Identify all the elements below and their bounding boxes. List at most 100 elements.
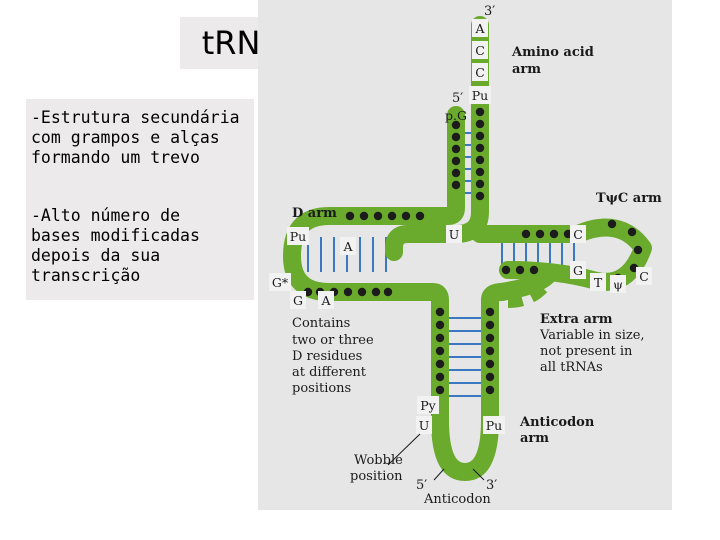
- base-box: [446, 225, 462, 243]
- nucleotide-dot: [475, 191, 485, 201]
- base-letter: C: [475, 65, 485, 80]
- nucleotide-dot: [451, 132, 461, 142]
- base-letter: Py: [420, 398, 436, 413]
- anticodon-5prime-label: 5′: [416, 478, 427, 493]
- paragraph-line: formando um trevo: [31, 148, 200, 167]
- nucleotide-dot: [383, 287, 393, 297]
- extra-arm-note-line: all tRNAs: [540, 360, 603, 375]
- acceptor-3prime-label: 3′: [484, 4, 495, 19]
- diagram-labels: 3′ 5′ p.G Amino acid arm D arm Contains …: [292, 4, 662, 507]
- d-arm-note-line: Contains: [292, 316, 350, 331]
- wobble-position-label: Wobble: [354, 453, 403, 468]
- paragraph-modified-bases: -Alto número de bases modificadas depois…: [31, 206, 200, 286]
- acceptor-5prime-label: 5′: [452, 91, 463, 106]
- d-arm-note-line: D residues: [292, 349, 362, 364]
- nucleotide-dot: [345, 211, 355, 221]
- base-box: [636, 267, 652, 285]
- base-box: [318, 291, 334, 309]
- nucleotide-dot: [515, 265, 525, 275]
- nucleotide-dot: [475, 131, 485, 141]
- nucleotide-dot: [475, 107, 485, 117]
- base-box: [287, 227, 309, 245]
- base-box: [483, 416, 505, 434]
- nucleotide-dot: [373, 211, 383, 221]
- backbone-strand: [283, 106, 465, 429]
- base-letter: G: [573, 263, 583, 278]
- base-box: [472, 63, 488, 81]
- nucleotide-dot: [501, 265, 511, 275]
- nucleotide-dot: [529, 265, 539, 275]
- nucleotide-dot: [451, 168, 461, 178]
- base-letter: G*: [272, 275, 289, 290]
- anticodon-3prime-label: 3′: [486, 478, 497, 493]
- nucleotide-dot: [343, 287, 353, 297]
- paragraph-secondary-structure: -Estrutura secundária com grampos e alça…: [31, 108, 240, 168]
- nucleotide-dot: [475, 143, 485, 153]
- base-box: [417, 396, 439, 414]
- nucleotide-dot: [451, 156, 461, 166]
- amino-acid-arm-label: arm: [512, 62, 541, 77]
- nucleotide-dot: [387, 211, 397, 221]
- nucleotide-dot: [485, 372, 495, 382]
- base-box: [269, 273, 291, 291]
- wobble-position-label: position: [350, 469, 403, 484]
- base-letter: Pu: [486, 418, 502, 433]
- base-box: [610, 275, 626, 293]
- backbone-strand: [431, 411, 499, 481]
- nucleotide-dot: [475, 119, 485, 129]
- base-letter: T: [594, 275, 603, 290]
- nucleotide-dot: [485, 320, 495, 330]
- nucleotide-dot: [521, 229, 531, 239]
- nucleotide-dot: [435, 359, 445, 369]
- base-letter: A: [474, 21, 485, 36]
- paragraph-line: depois da sua: [31, 246, 161, 265]
- nucleotide-dot: [371, 287, 381, 297]
- base-box: [469, 86, 491, 104]
- amino-acid-arm-label: Amino acid: [511, 45, 594, 60]
- nucleotide-dot: [485, 333, 495, 343]
- extra-arm-label: Extra arm: [540, 312, 613, 327]
- anticodon-pointer-line: [433, 468, 445, 481]
- paragraph-line: bases modificadas: [31, 226, 200, 245]
- base-box: [340, 237, 356, 255]
- nucleotide-dot: [451, 144, 461, 154]
- description-box: -Estrutura secundária com grampos e alça…: [26, 99, 254, 300]
- base-letter: U: [449, 227, 460, 242]
- base-letter: C: [475, 43, 485, 58]
- nucleotide-dot: [415, 211, 425, 221]
- nucleotide-dot: [535, 229, 545, 239]
- nucleotide-dot: [475, 179, 485, 189]
- nucleotide-dot: [627, 227, 637, 237]
- base-letter: A: [342, 239, 353, 254]
- base-box: [472, 41, 488, 59]
- anticodon-arm-label: Anticodon: [519, 415, 595, 430]
- base-letter: Pu: [472, 88, 488, 103]
- base-box: [570, 225, 586, 243]
- base-letter: Pu: [290, 229, 306, 244]
- paragraph-line: -Alto número de: [31, 206, 181, 225]
- tpsic-arm-label: TψC arm: [596, 191, 662, 206]
- acceptor-pg-label: p.G: [445, 108, 467, 123]
- anticodon-pointer-line: [472, 468, 485, 481]
- nucleotide-dot: [485, 359, 495, 369]
- nucleotide-dot: [435, 307, 445, 317]
- nucleotide-dot: [485, 385, 495, 395]
- base-letter: C: [639, 269, 649, 284]
- extra-arm-note-line: not present in: [540, 344, 633, 359]
- nucleotide-dot: [549, 229, 559, 239]
- base-letter: G: [293, 293, 303, 308]
- paragraph-line: transcrição: [31, 266, 141, 285]
- nucleotide-dot: [435, 346, 445, 356]
- backbone-strand: [385, 16, 489, 261]
- base-box: [590, 273, 606, 291]
- nucleotide-dot: [485, 307, 495, 317]
- d-arm-note-line: two or three: [292, 333, 374, 348]
- nucleotide-dot: [435, 333, 445, 343]
- base-box: [416, 416, 432, 434]
- d-arm-note-line: positions: [292, 381, 351, 396]
- nucleotide-dot: [633, 245, 643, 255]
- wobble-pointer-line: [387, 433, 421, 466]
- nucleotide-dot: [475, 155, 485, 165]
